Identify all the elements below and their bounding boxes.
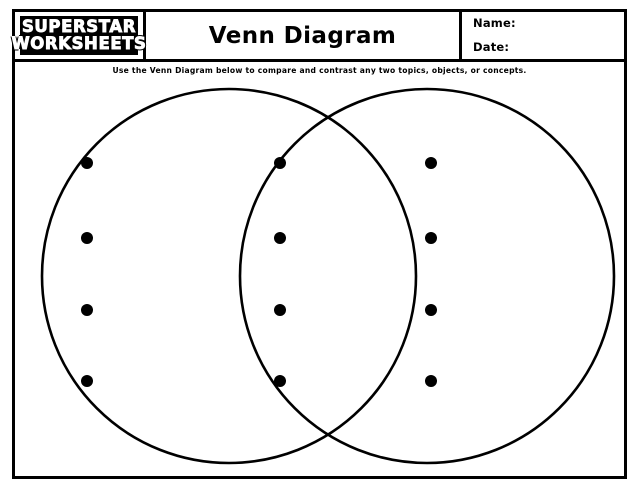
venn-bullet-dot[interactable] [274, 232, 286, 244]
venn-bullet-dot[interactable] [425, 304, 437, 316]
page-title: Venn Diagram [208, 22, 397, 49]
logo-cell: SUPERSTAR WORKSHEETS [11, 12, 146, 59]
name-field-label: Name: [473, 16, 516, 30]
bullet-dots-intersection-region [274, 157, 286, 387]
venn-circle-left[interactable] [40, 87, 418, 465]
date-field-label: Date: [473, 39, 510, 54]
venn-bullet-dot[interactable] [81, 232, 93, 244]
worksheet-header: SUPERSTAR WORKSHEETS Venn Diagram Name: … [11, 12, 624, 62]
venn-bullet-dot[interactable] [81, 375, 93, 387]
logo-line-secondary: WORKSHEETS [11, 33, 147, 53]
logo-line-primary: SUPERSTAR [21, 16, 137, 36]
venn-circle-right[interactable] [238, 87, 616, 465]
venn-bullet-dot[interactable] [274, 304, 286, 316]
venn-diagram [40, 87, 616, 465]
venn-bullet-dot[interactable] [425, 375, 437, 387]
venn-bullet-dot[interactable] [274, 375, 286, 387]
instructions-text: Use the Venn Diagram below to compare an… [112, 66, 527, 75]
worksheet-frame: SUPERSTAR WORKSHEETS Venn Diagram Name: … [11, 9, 627, 479]
venn-bullet-dot[interactable] [81, 157, 93, 169]
venn-bullet-dot[interactable] [425, 232, 437, 244]
venn-bullet-dot[interactable] [81, 304, 93, 316]
bullet-dots-left-region [81, 157, 93, 387]
superstar-worksheets-logo: SUPERSTAR WORKSHEETS [11, 16, 146, 55]
bullet-dots-right-region [425, 157, 437, 387]
venn-bullet-dot[interactable] [274, 157, 286, 169]
venn-bullet-dot[interactable] [425, 157, 437, 169]
name-date-cell: Name: Date: [462, 12, 624, 59]
venn-diagram-area [15, 80, 624, 476]
title-cell: Venn Diagram [146, 12, 462, 59]
